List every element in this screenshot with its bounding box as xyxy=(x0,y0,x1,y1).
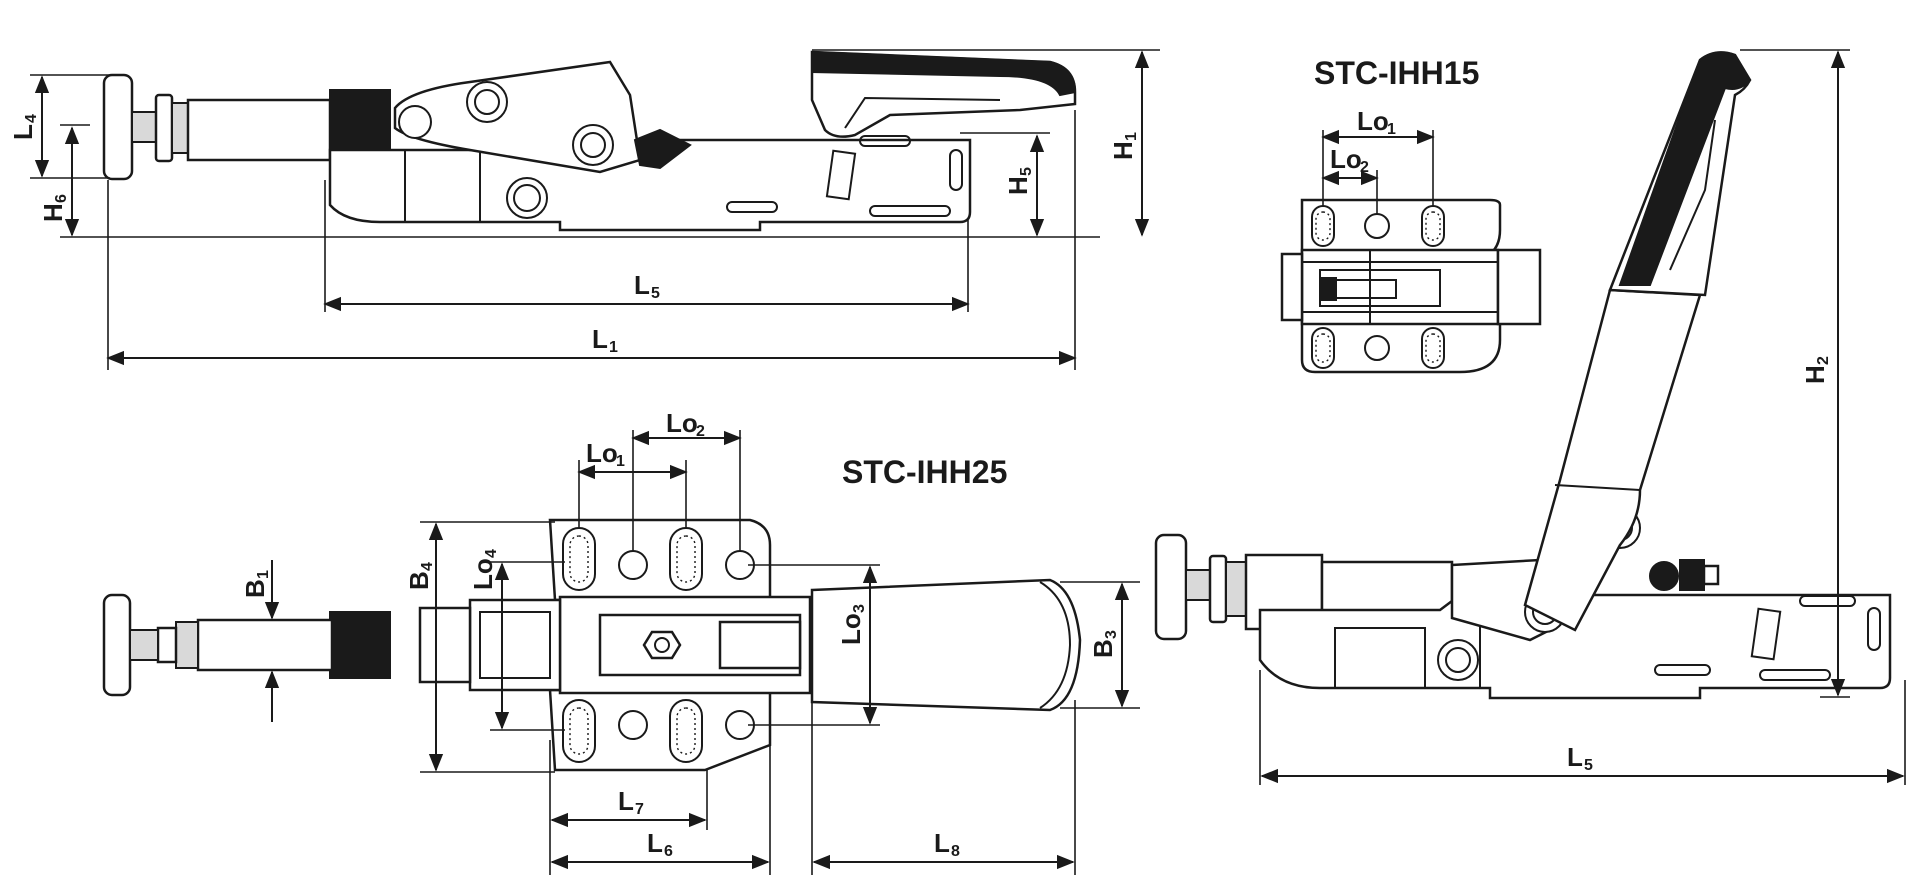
plan-view-small-dimensions xyxy=(1321,129,1435,214)
svg-text:2: 2 xyxy=(1360,159,1369,176)
dim-label-Lo3: Lo3 xyxy=(836,604,868,645)
svg-text:Lo: Lo xyxy=(836,613,866,645)
svg-text:5: 5 xyxy=(651,285,660,302)
svg-text:L: L xyxy=(934,828,950,858)
side-view-open-dimensions xyxy=(1259,49,1906,785)
svg-text:6: 6 xyxy=(664,843,673,860)
dim-label-H1: H1 xyxy=(1108,132,1140,160)
svg-text:Lo: Lo xyxy=(468,558,498,590)
side-view-closed-dimensions xyxy=(30,49,1160,370)
dim-label-Lo2-large: Lo2 xyxy=(666,408,705,440)
svg-text:1: 1 xyxy=(1123,132,1140,141)
svg-text:4: 4 xyxy=(23,114,40,123)
dim-label-Lo1-small: Lo1 xyxy=(1357,106,1396,138)
svg-text:L: L xyxy=(1567,742,1583,772)
svg-text:8: 8 xyxy=(951,843,960,860)
svg-text:2: 2 xyxy=(1815,356,1832,365)
dim-label-H2: H2 xyxy=(1800,356,1832,384)
dim-label-L4: L4 xyxy=(8,114,40,140)
svg-text:1: 1 xyxy=(1387,121,1396,138)
dim-label-H6: H6 xyxy=(38,194,70,222)
svg-text:Lo: Lo xyxy=(666,408,698,438)
svg-text:B: B xyxy=(404,571,434,590)
side-view-open xyxy=(1154,51,1892,700)
model-title-large: STC-IHH25 xyxy=(842,454,1007,490)
svg-text:5: 5 xyxy=(1584,757,1593,774)
svg-text:Lo: Lo xyxy=(586,438,618,468)
svg-text:L: L xyxy=(8,124,38,140)
svg-text:Lo: Lo xyxy=(1330,144,1362,174)
plan-view-small xyxy=(1280,198,1542,374)
svg-text:5: 5 xyxy=(1018,167,1035,176)
svg-text:6: 6 xyxy=(53,194,70,203)
svg-text:3: 3 xyxy=(851,604,868,613)
dim-label-Lo1-large: Lo1 xyxy=(586,438,625,470)
svg-text:3: 3 xyxy=(1103,630,1120,639)
dim-label-H5: H5 xyxy=(1003,167,1035,195)
dim-label-B3: B3 xyxy=(1088,630,1120,658)
dim-label-B1: B1 xyxy=(240,570,272,598)
svg-text:4: 4 xyxy=(419,562,436,571)
svg-text:L: L xyxy=(647,828,663,858)
svg-text:H: H xyxy=(1800,365,1830,384)
svg-text:1: 1 xyxy=(616,453,625,470)
plan-view-large-dimensions xyxy=(255,430,1140,875)
plan-view-large xyxy=(102,518,1082,772)
svg-text:2: 2 xyxy=(696,423,705,440)
svg-text:H: H xyxy=(1108,141,1138,160)
svg-text:1: 1 xyxy=(609,339,618,356)
model-title-small: STC-IHH15 xyxy=(1314,55,1479,91)
svg-text:L: L xyxy=(618,786,634,816)
svg-text:1: 1 xyxy=(255,570,272,579)
svg-text:B: B xyxy=(240,579,270,598)
svg-text:L: L xyxy=(634,270,650,300)
dim-label-Lo2-small: Lo2 xyxy=(1330,144,1369,176)
dim-label-B4: B4 xyxy=(404,562,436,590)
svg-text:H: H xyxy=(38,203,68,222)
svg-text:H: H xyxy=(1003,176,1033,195)
dim-label-Lo4: Lo4 xyxy=(468,549,500,590)
svg-text:4: 4 xyxy=(483,549,500,558)
svg-text:L: L xyxy=(592,324,608,354)
svg-text:B: B xyxy=(1088,639,1118,658)
side-view-closed xyxy=(60,50,1100,238)
svg-text:7: 7 xyxy=(635,801,644,818)
svg-text:Lo: Lo xyxy=(1357,106,1389,136)
